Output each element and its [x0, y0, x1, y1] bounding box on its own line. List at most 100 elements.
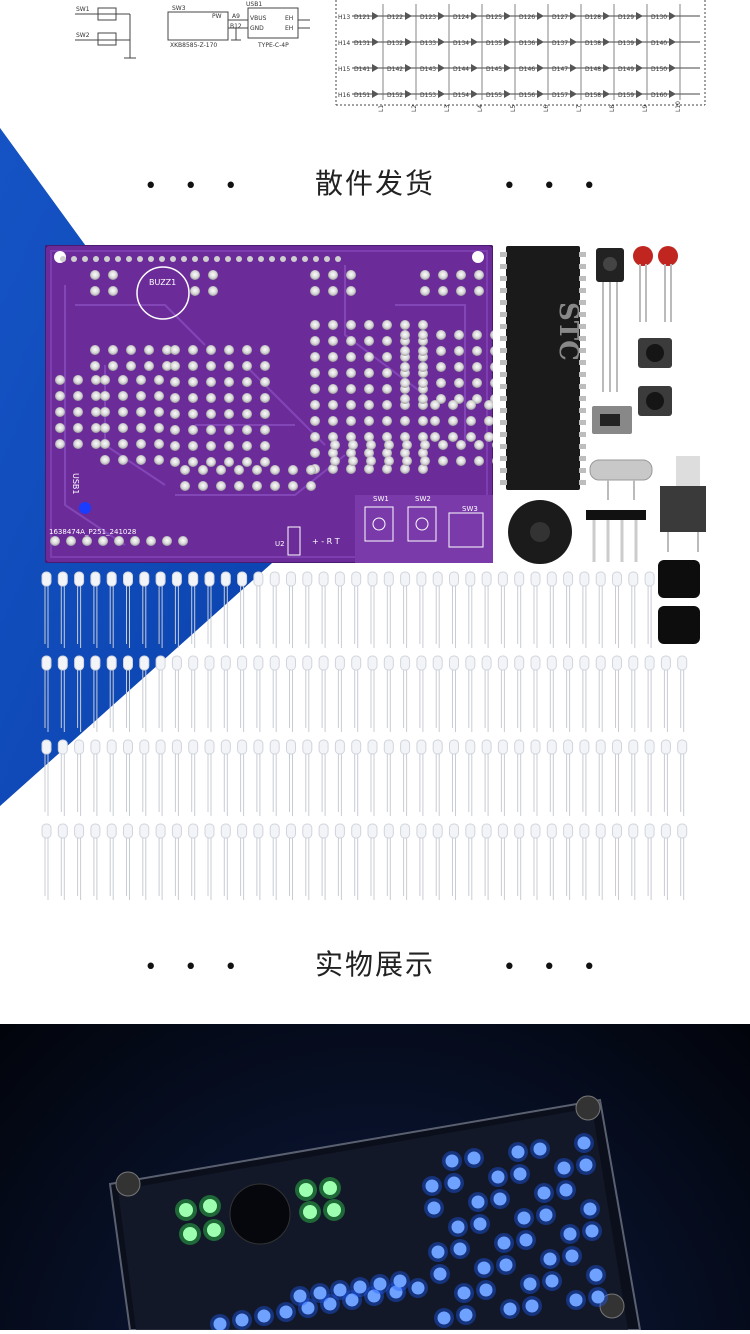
diode-label: D129	[618, 14, 634, 21]
led	[286, 571, 296, 587]
led-pad	[346, 352, 356, 362]
led-pad	[242, 409, 252, 419]
diode-symbol	[669, 38, 676, 46]
section-showcase-title: 实物展示	[314, 948, 435, 981]
led-pad	[224, 377, 234, 387]
led-pad	[90, 286, 100, 296]
col-label: L7	[576, 105, 583, 112]
chip-pin	[579, 468, 586, 473]
led-pad	[328, 368, 338, 378]
led-pad	[364, 384, 374, 394]
led	[139, 739, 150, 755]
diode-label: D133	[420, 40, 436, 47]
chip-pin	[579, 300, 586, 305]
green-led	[183, 1227, 197, 1241]
led-pad	[270, 465, 280, 475]
diode-label: D123	[420, 14, 436, 21]
header-pad	[335, 256, 341, 262]
usb-pin-gnd: GND	[250, 25, 264, 32]
blue-led	[557, 1161, 571, 1175]
led-pad	[306, 465, 316, 475]
diode-label: D153	[420, 92, 436, 99]
led-pad	[91, 407, 101, 417]
chip-pin	[579, 456, 586, 461]
led-pad	[364, 368, 374, 378]
led-pad	[346, 432, 356, 442]
header-pad	[126, 256, 132, 262]
blue-led	[431, 1245, 445, 1259]
led	[90, 571, 101, 587]
led	[188, 823, 199, 839]
led-pad	[364, 352, 374, 362]
led	[286, 655, 296, 671]
led-pad	[454, 330, 464, 340]
led-pad	[162, 345, 172, 355]
blue-led	[471, 1195, 485, 1209]
led-pad	[472, 330, 482, 340]
led	[465, 823, 476, 839]
usb-pin-vbus: VBUS	[250, 15, 267, 22]
led-pad	[73, 391, 83, 401]
led	[220, 823, 231, 839]
led-pad	[456, 270, 466, 280]
led	[416, 655, 427, 671]
led	[302, 823, 313, 839]
led-pad	[180, 481, 190, 491]
led	[660, 823, 671, 839]
led-pad	[206, 377, 216, 387]
led-pad	[206, 361, 216, 371]
led	[188, 655, 199, 671]
blue-led	[323, 1297, 337, 1311]
led-pad	[418, 320, 428, 330]
led-pad	[400, 346, 410, 356]
header-pad	[247, 256, 253, 262]
led-pad	[252, 465, 262, 475]
blue-led	[313, 1286, 327, 1300]
led-pad	[328, 464, 338, 474]
led	[579, 655, 590, 671]
led-pad	[310, 384, 320, 394]
chip-pin	[579, 444, 586, 449]
led	[106, 655, 117, 671]
buzzer-label: BUZZ1	[149, 278, 176, 287]
diode-symbol	[570, 90, 577, 98]
led	[318, 739, 329, 755]
usb-pin-eh1: EH	[285, 15, 293, 22]
green-led	[323, 1181, 337, 1195]
led-pad	[418, 394, 428, 404]
led	[400, 823, 411, 839]
led-pad	[206, 393, 216, 403]
led	[351, 655, 362, 671]
led	[171, 739, 182, 755]
pcb-u2-label: U2	[275, 540, 285, 548]
led-pad	[346, 368, 356, 378]
chip-pin	[500, 408, 507, 413]
led-pad	[382, 384, 392, 394]
schematic-drawing: SW1 SW2 SW3 XKB8585-Z-170 PW USB1 A9 VBU…	[75, 0, 706, 112]
led-pad	[100, 439, 110, 449]
chip-pin	[500, 372, 507, 377]
led-pad	[242, 345, 252, 355]
led-pad	[364, 336, 374, 346]
led-pad	[260, 377, 270, 387]
led	[269, 739, 280, 755]
led	[481, 655, 492, 671]
blue-led	[503, 1302, 517, 1316]
chip-pin	[579, 432, 586, 437]
blue-led	[389, 1285, 403, 1299]
diode-label: D149	[618, 66, 634, 73]
led-pad	[382, 352, 392, 362]
led	[334, 571, 345, 587]
led	[155, 823, 166, 839]
diode-label: D152	[387, 92, 403, 99]
led	[302, 571, 313, 587]
led	[497, 739, 508, 755]
led-pad	[310, 320, 320, 330]
led	[514, 571, 525, 587]
led	[139, 823, 150, 839]
blue-led	[545, 1274, 559, 1288]
led	[595, 739, 606, 755]
led-pad	[154, 455, 164, 465]
bottom-pad	[50, 536, 60, 546]
led	[123, 739, 133, 755]
